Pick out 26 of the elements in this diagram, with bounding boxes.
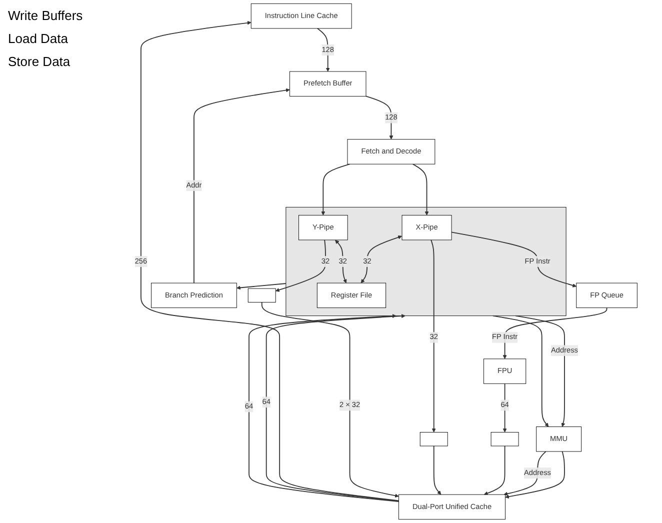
arrow: [360, 235, 402, 284]
note-label: Load Data: [8, 31, 69, 46]
arrow: [430, 240, 436, 432]
arrow: [502, 307, 608, 360]
arrow: [194, 88, 290, 284]
cluster: [286, 206, 566, 316]
arrow: [433, 446, 442, 495]
node-box: [248, 288, 276, 303]
note-label: Store Data: [8, 54, 72, 69]
note-label: Write Buffers: [8, 8, 84, 23]
arrow: [412, 164, 429, 216]
arrow: [515, 315, 566, 427]
arrow: [492, 315, 549, 427]
node-box: [420, 432, 448, 446]
arrow: [316, 28, 330, 72]
arrow: [505, 451, 565, 499]
arrow: [484, 446, 506, 496]
arrow: [366, 96, 394, 140]
arrow: [335, 240, 347, 284]
arrow: [275, 240, 326, 292]
arrow: [502, 383, 507, 432]
arrow: [140, 20, 400, 502]
arrow: [321, 164, 350, 216]
node-box: [490, 432, 519, 446]
arrow: [451, 232, 577, 288]
arrow: [236, 283, 286, 290]
